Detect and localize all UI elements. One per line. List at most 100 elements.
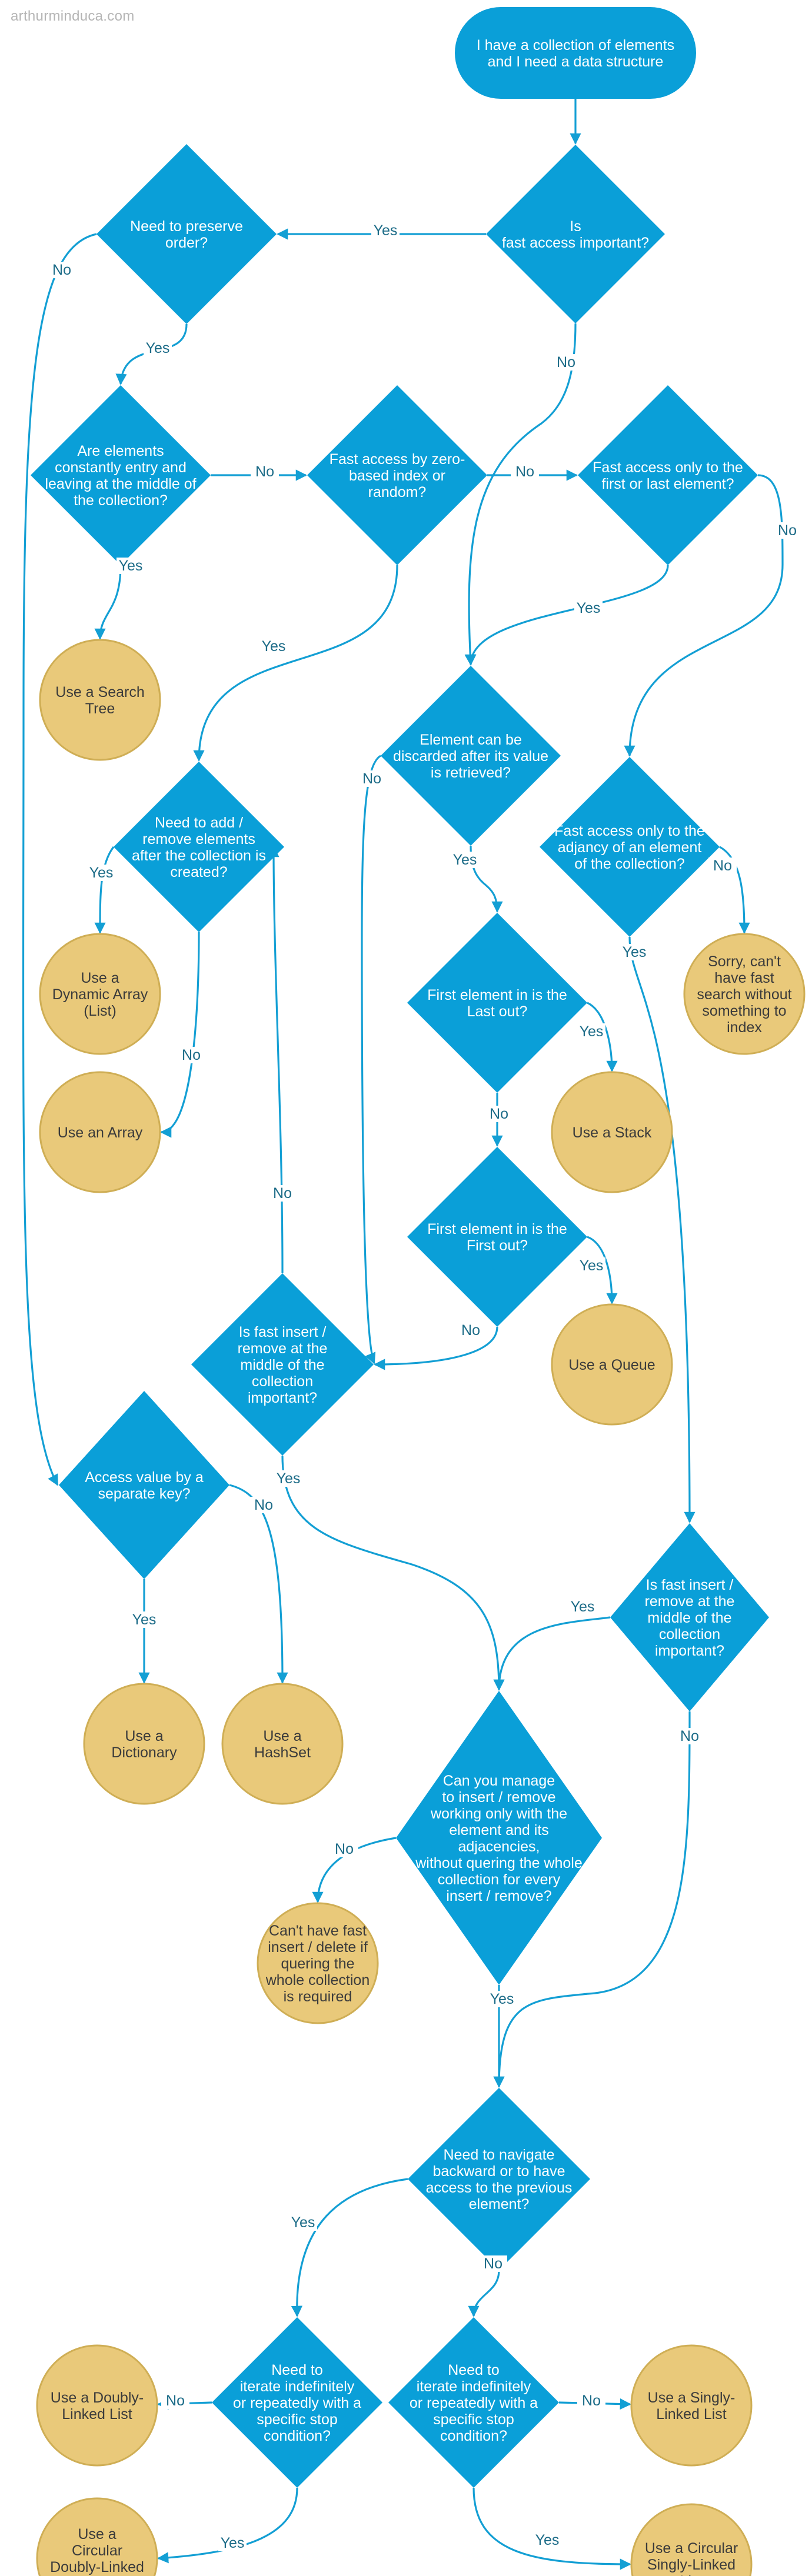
edge-label-no: No [335,1841,354,1857]
edge-label-yes: Yes [453,852,477,868]
edge-label-no: No [484,2255,502,2272]
edge-label-bg [552,354,580,371]
edge-label-bg [533,2532,561,2548]
result-shape [39,933,161,1055]
node-label-line: Is [570,218,581,235]
decision-shape [307,385,487,565]
result-shape [39,639,161,761]
edge-label-yes: Yes [132,1611,157,1628]
node-label-line: specific stop [257,2411,338,2428]
edge-label-yes: Yes [571,1599,595,1615]
decision-shape [610,1523,769,1711]
node-label-line: Element can be [420,732,522,748]
node-label-line: element? [469,2196,530,2213]
edge-label-bg [259,638,288,655]
node-label-line: something to [702,1003,786,1019]
decision-shape [96,144,277,324]
edge-label-no: No [273,1185,292,1202]
node-label-line: backward or to have [432,2163,565,2180]
node-label-line: Tree [85,700,115,717]
edge-label-bg [358,770,386,787]
node-label-line: order? [165,235,208,251]
node-label-line: adjacencies, [458,1838,540,1855]
edge-label-yes: Yes [146,340,170,356]
node-label-line: whole collection [265,1972,370,1988]
edge-label-bg [485,1106,513,1122]
result-shape [39,1071,161,1193]
node-label-line: Use a [81,970,119,986]
node-label-line: index [727,1019,762,1036]
node-label-line: Doubly-Linked [50,2559,144,2575]
edge-label-no: No [52,262,71,278]
edge-label-bg [675,1728,704,1744]
edge-first-last-yes-discard [465,565,669,666]
node-label: Use a Doubly-Linked List [51,2390,144,2422]
edge-label-bg [268,1185,297,1202]
node-label-line: Need to navigate [443,2147,554,2163]
node-label-line: HashSet [254,1744,311,1761]
node-singly: Use a Singly-Linked List [630,2344,753,2467]
node-label-line: Dynamic Array [52,986,148,1003]
edge-adjac-no-cant-insert [312,1837,397,1903]
edge-label-bg [577,2393,605,2409]
edge-label-no: No [680,1728,699,1744]
edge-discard-no-fast-insert-left [361,755,381,1364]
edge-label-bg [708,857,737,874]
node-label-line: insert / remove? [446,1888,551,1904]
node-label-line: collection for every [438,1871,561,1888]
edge-fast-insert-left-yes-adjac [281,1455,505,1691]
node-label-line: Linked List [656,2406,727,2422]
node-queue: Use a Queue [551,1303,673,1426]
node-label-line: Use a Doubly- [51,2390,144,2406]
node-label-line: fast access important? [502,235,649,251]
edge-label-bg [511,463,539,480]
edge-label-no: No [254,1497,273,1513]
edge-adjacency-yes-fast-insert-r [628,936,695,1523]
edge-label-yes: Yes [89,865,114,881]
node-label-line: Use a Circular [645,2540,738,2557]
edge-label-no: No [582,2393,601,2409]
node-label-line: element and its [449,1822,549,1838]
node-label-line: Dictionary [111,1744,177,1761]
edge-label-no: No [461,1322,480,1339]
edge-label-no: No [490,1106,508,1122]
edge-label-bg [577,1023,605,1040]
node-label-line: collection [252,1373,313,1390]
edge-preserve-no-separate-key [22,233,97,1486]
result-shape [630,2344,753,2467]
decision-shape [408,2088,590,2270]
start-shape [455,7,696,99]
edge-label-bg [177,1047,205,1063]
edge-label-no: No [515,463,534,480]
node-label: Use an Array [58,1125,143,1141]
decision-shape [31,385,211,565]
node-label-line: List [680,2573,703,2576]
edge-label-yes: Yes [374,222,398,239]
edge-first-last-no-adjacency [624,474,784,757]
edge-fifo-no-fast-insert-left [374,1326,498,1370]
node-label-line: based index or [349,468,445,484]
edge-label-bg [117,558,145,574]
edge-separate-key-no-hashset [229,1484,288,1684]
watermark: arthurminduca.com [11,8,135,24]
edge-adjacency-no-sorry [719,846,750,934]
node-label-line: condition? [264,2428,331,2444]
edge-label-no: No [778,522,797,539]
